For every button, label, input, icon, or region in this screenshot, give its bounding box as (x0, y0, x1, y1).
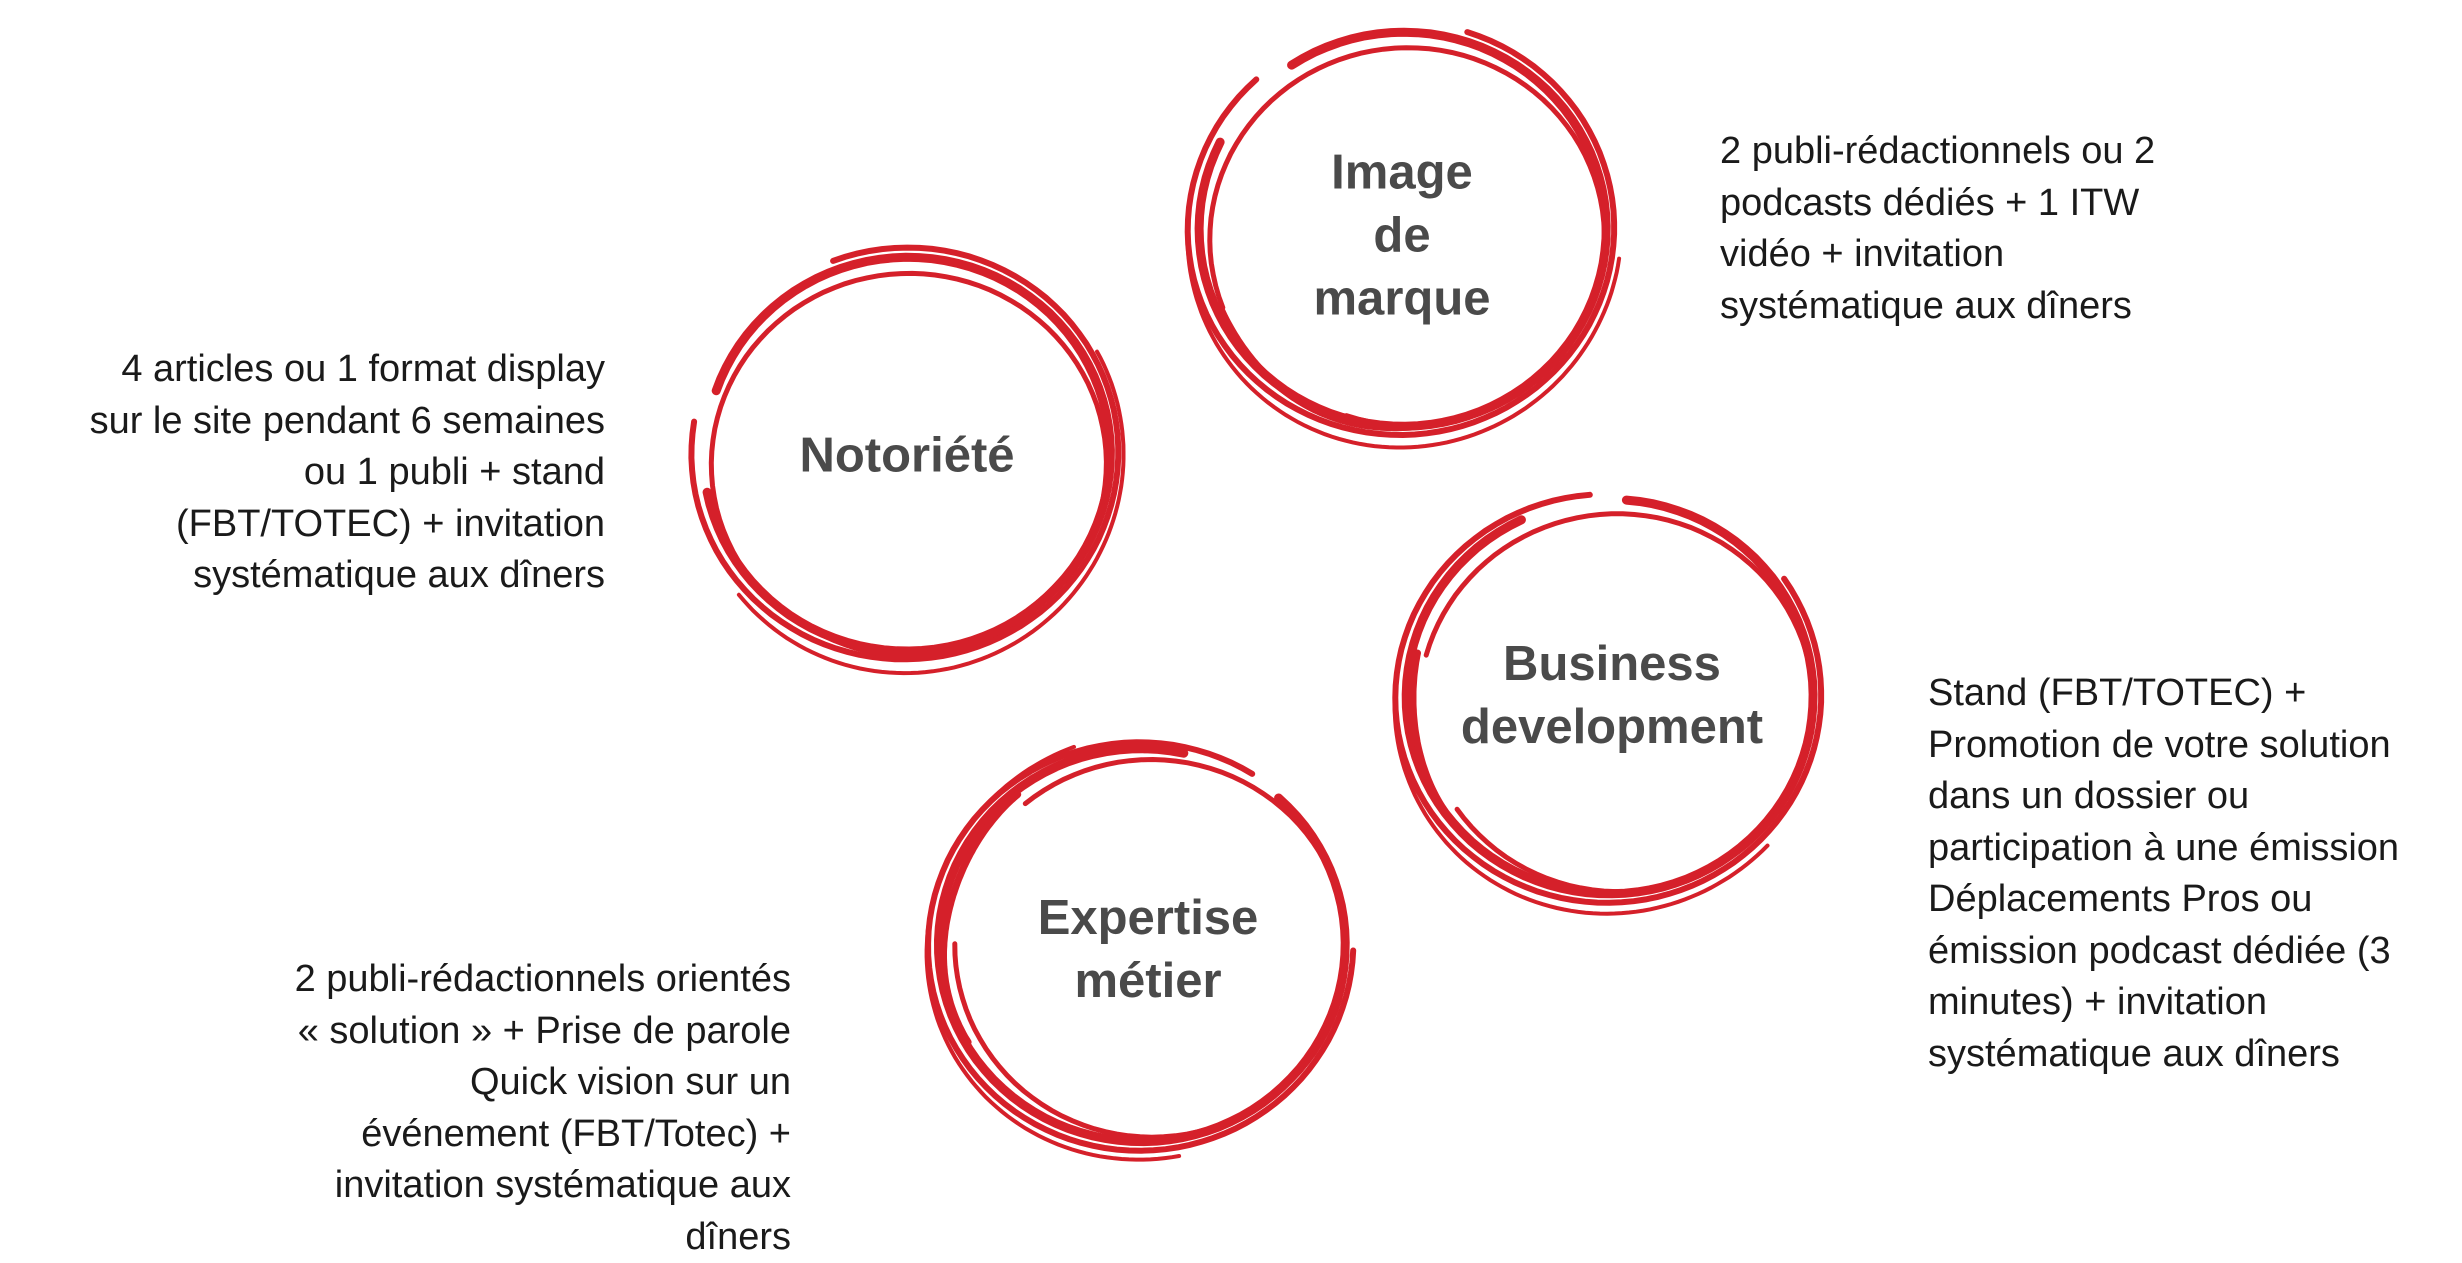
ring-stroke (688, 244, 1122, 663)
ring-stroke (1423, 511, 1816, 895)
ring-stroke (924, 744, 1182, 1162)
ring-stroke (803, 578, 1064, 659)
image-de-marque-title: Image de marque (1313, 145, 1491, 326)
ring-stroke (1207, 45, 1607, 429)
expertise-metier-description: 2 publi-rédactionnels orientés « solutio… (294, 958, 791, 1258)
expertise-metier-title: Expertise métier (1037, 891, 1259, 1008)
expertise-metier-ring (924, 739, 1357, 1162)
ring-stroke (940, 791, 1022, 1046)
ring-stroke (952, 756, 1350, 1140)
notoriete-ring (688, 244, 1126, 676)
image-de-marque-description: 2 publi-rédactionnels ou 2 podcasts dédi… (1720, 130, 2156, 327)
notoriete-title: Notoriété (799, 428, 1015, 483)
image-de-marque-ring (1184, 27, 1622, 450)
ring-stroke (708, 270, 1109, 645)
ring-stroke (736, 349, 1126, 676)
notoriete-description: 4 articles ou 1 format display sur le si… (89, 348, 605, 596)
ring-stroke (1409, 649, 1534, 882)
ring-stroke (1185, 242, 1622, 450)
business-development-title: Business development (1460, 637, 1764, 754)
ring-stroke (1392, 580, 1770, 916)
business-development-description: Stand (FBT/TOTEC) + Promotion de votre s… (1928, 672, 2400, 1075)
ring-stroke (1217, 305, 1453, 432)
ring-stroke (925, 739, 1357, 1154)
business-development-ring (1392, 491, 1825, 916)
